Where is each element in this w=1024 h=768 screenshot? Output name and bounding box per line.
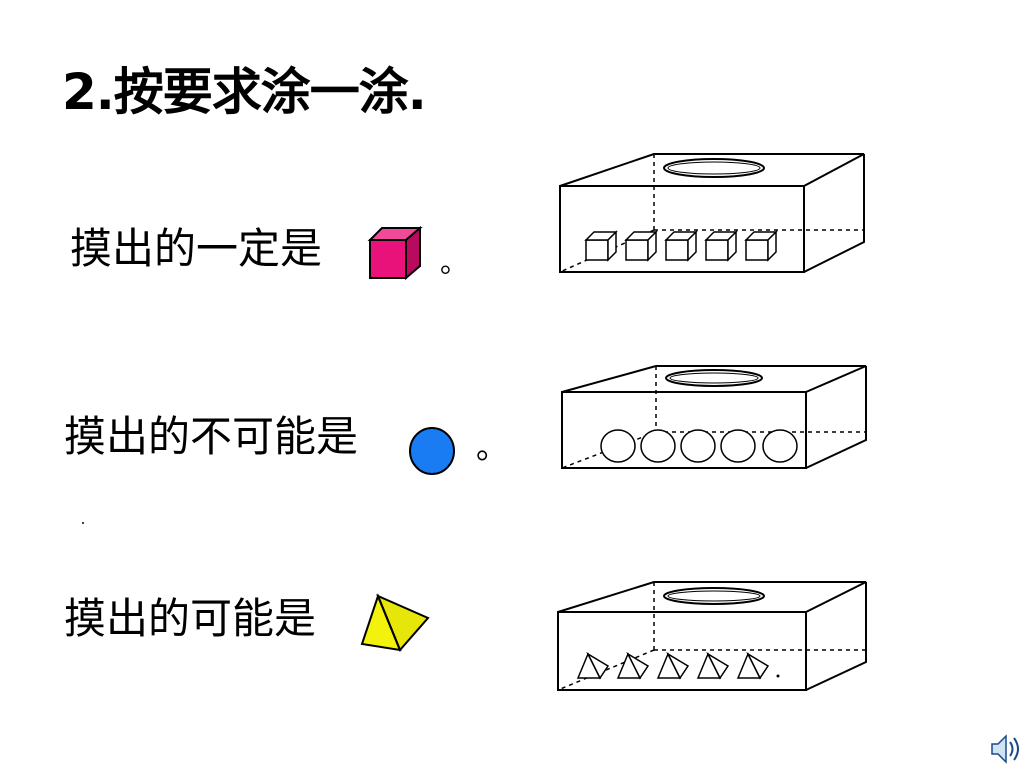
box-with-pyramids [557,581,867,691]
question-2-end-mark: 。 [476,428,509,466]
box-with-circles [561,365,867,469]
circle-icon[interactable] [406,424,458,478]
question-3-text: 摸出的可能是 [64,594,317,643]
question-1-text: 摸出的一定是 [70,224,323,273]
cube-icon[interactable] [366,224,426,282]
question-2-text: 摸出的不可能是 [64,412,359,461]
pyramid-icon[interactable] [360,592,432,654]
box-with-cubes [559,153,865,273]
question-1-end-mark: 。 [440,246,469,279]
speck [82,522,84,524]
speaker-icon[interactable] [990,732,1024,766]
page-title: 2.按要求涂一涂. [62,63,427,121]
